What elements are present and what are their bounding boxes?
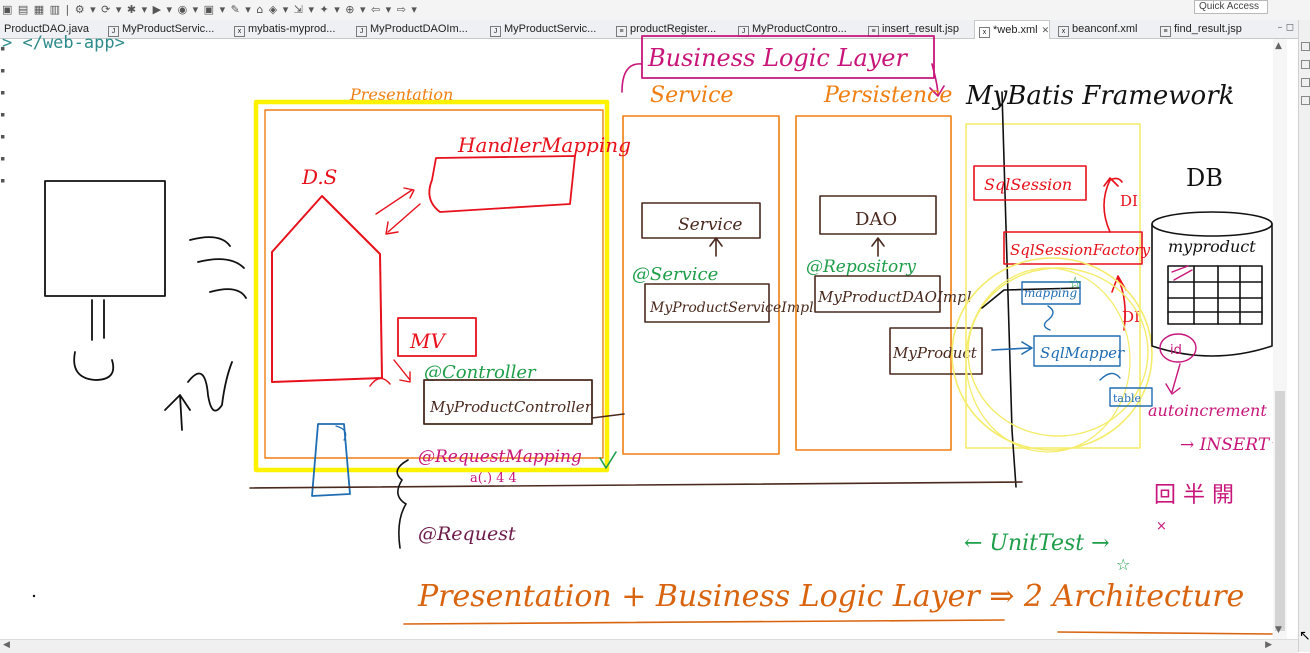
label-korean-note: 回 半 開 [1154,483,1234,508]
code-line: > </web-app> [2,33,125,53]
ink-annotation-layer: Presentation Business Logic Layer Servic… [32,35,1286,635]
label-mybatis-framework: MyBatis Framework [965,81,1234,111]
java-file-icon: J [490,26,501,37]
editor-area[interactable]: > </web-app> [0,33,1298,639]
label-sqlmapper: SqlMapper [1040,344,1125,362]
close-icon[interactable]: ✕ [1041,25,1050,35]
label-service: Service [650,83,733,108]
label-service-box: Service [678,215,742,235]
label-service-annotation: @Service [632,264,718,285]
label-repository-annotation: @Repository [806,257,916,277]
label-unit-test: ← UnitTest → [964,531,1110,556]
horizontal-scrollbar[interactable]: ◀ ▶ [0,639,1298,653]
label-request: @Request [418,523,516,545]
jsp-file-icon: ≡ [616,26,627,37]
editor-gutter-markers: ▪▪▪▪▪▪▪ [0,44,6,186]
label-di-2: DI [1122,308,1140,326]
label-dao-impl: MyProductDAOImpl [817,288,972,306]
label-db-table: myproduct [1168,237,1256,256]
quick-access-input[interactable]: Quick Access [1194,0,1268,14]
label-dao: DAO [855,209,897,230]
label-db: DB [1186,164,1223,192]
db-cylinder-drawing [1151,211,1273,357]
outline-icon[interactable] [1301,42,1310,51]
label-di-1: DI [1120,192,1138,210]
tab-productdao-java[interactable]: ProductDAO.java [4,23,89,35]
label-handler-mapping: HandlerMapping [457,133,631,157]
tab-productregister[interactable]: ≡productRegister... [612,20,716,38]
main-toolbar: ▣ ▤ ▦ ▥ | ⚙ ▾ ⟳ ▾ ✱ ▾ ▶ ▾ ◉ ▾ ▣ ▾ ✎ ▾ ⌂ … [0,0,1310,21]
label-myproduct: MyProduct [892,344,978,362]
jsp-file-icon: ≡ [1160,26,1171,37]
star-icon-2: ☆ [1116,555,1130,574]
right-toolbar-rail [1298,20,1310,652]
java-file-icon: J [108,26,119,37]
label-business-logic-layer: Business Logic Layer [647,44,909,72]
chevron-right-icon[interactable]: ▶ [1265,640,1272,650]
mouse-cursor-icon: ↖ [1299,628,1310,644]
label-mv: MV [409,329,447,353]
label-sqlsession-factory: SqlSessionFactory [1010,241,1151,259]
label-controller-annotation: @Controller [424,362,537,383]
client-computer-drawing [44,180,247,431]
task-list-icon[interactable] [1301,60,1310,69]
scroll-thumb[interactable] [1275,391,1285,631]
label-request-mapping: @RequestMapping [418,447,582,467]
x-mark: × [1156,519,1167,534]
toolbar-icons[interactable]: ▣ ▤ ▦ ▥ | ⚙ ▾ ⟳ ▾ ✱ ▾ ▶ ▾ ◉ ▾ ▣ ▾ ✎ ▾ ⌂ … [2,3,418,16]
label-presentation: Presentation [349,85,453,104]
label-ds: D.S [301,165,337,189]
bookmark-icon[interactable] [1301,96,1310,105]
overview-icon[interactable] [1301,78,1310,87]
label-autoincrement: autoincrement [1148,401,1267,420]
label-request-mapping-sub: a(.) 4 4 [470,471,517,486]
xml-file-icon: x [979,27,990,38]
chevron-down-icon[interactable]: ▼ [1275,625,1282,635]
presentation-highlight-box [253,99,610,473]
label-table-mini: table [1113,392,1141,405]
label-mapping: mapping [1024,286,1077,300]
label-service-impl: MyProductServiceImpl [649,300,814,316]
tab-find-result[interactable]: ≡find_result.jsp [1156,20,1242,38]
chevron-left-icon[interactable]: ◀ [3,640,10,650]
java-file-icon: J [356,26,367,37]
tab-web-xml[interactable]: x*web.xml✕ [974,20,1051,39]
chevron-up-icon[interactable]: ▲ [1275,41,1282,51]
label-sqlsession: SqlSession [984,175,1072,194]
vertical-scrollbar[interactable]: ▲ ▼ [1273,39,1287,639]
label-persistence: Persistence [823,83,952,108]
label-insert: → INSERT☆ [1180,435,1286,455]
xml-file-icon: x [1058,26,1069,37]
star-icon: ☆ [1068,273,1082,292]
tab-controls[interactable]: – ◻ [1277,22,1294,33]
xml-file-icon: x [234,26,245,37]
label-bottom-summary: Presentation + Business Logic Layer ⇒ 2 … [417,579,1244,614]
label-controller: MyProductController [429,398,593,416]
label-id: id [1170,343,1182,358]
